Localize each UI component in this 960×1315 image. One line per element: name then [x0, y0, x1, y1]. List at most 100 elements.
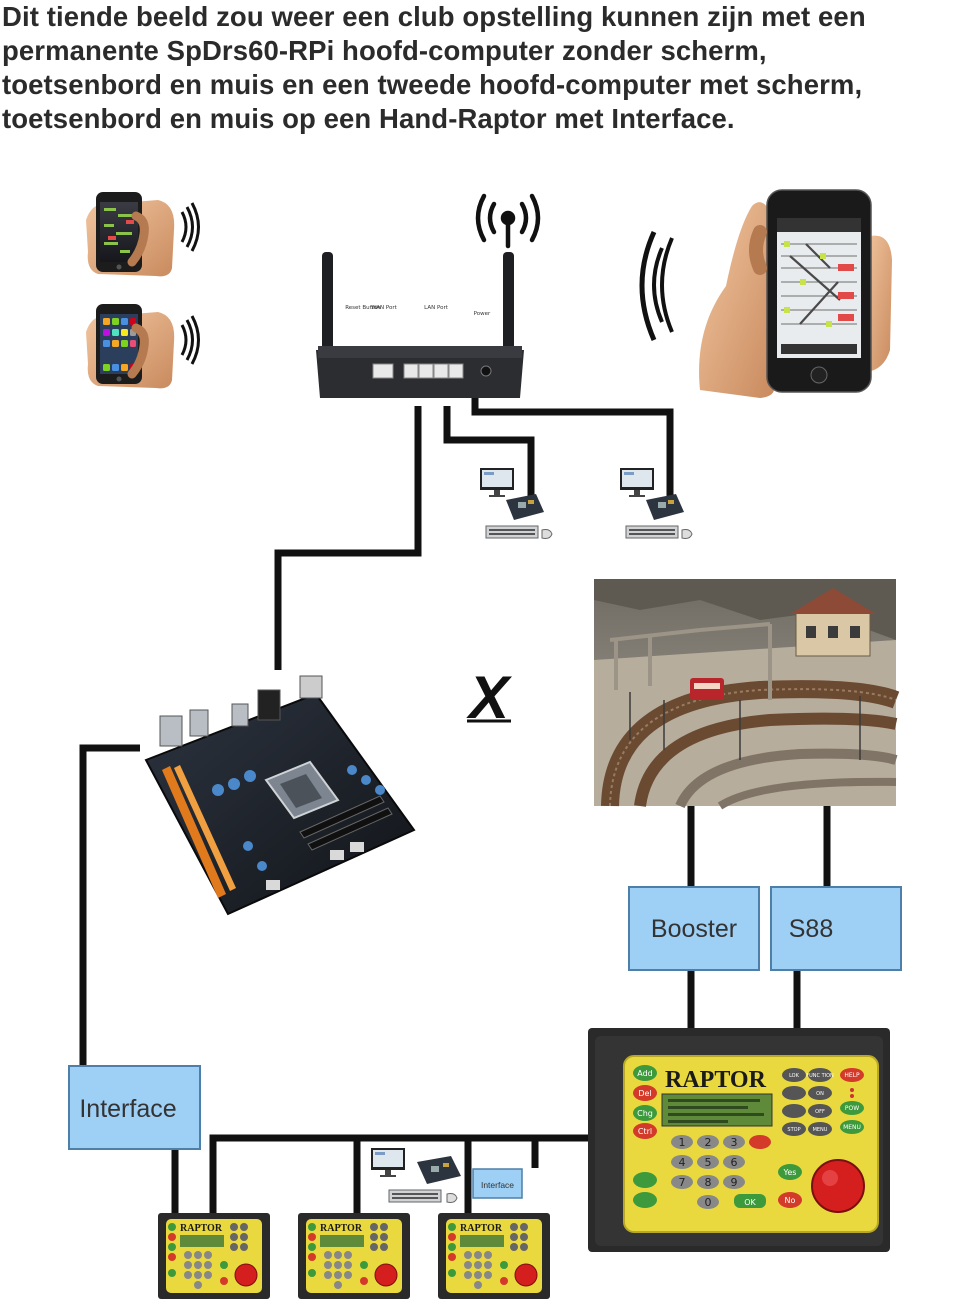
wifi-signal-icon	[639, 230, 674, 341]
lan-port-2	[418, 363, 434, 379]
wan-port-label: WAN Port	[371, 305, 398, 311]
key-no: No	[785, 1196, 796, 1205]
wan-port	[372, 363, 394, 379]
key-7: 7	[679, 1176, 686, 1189]
key-1: 1	[679, 1136, 686, 1149]
raptor-brand-logo: RAPTOR	[180, 1223, 223, 1234]
key-add: Add	[637, 1069, 653, 1078]
ram-slots	[299, 795, 393, 851]
antenna-left	[322, 252, 333, 364]
raptor-bottom-keys: Yes No OK	[633, 1164, 802, 1208]
key-help: HELP	[844, 1072, 860, 1079]
antenna-right	[503, 252, 514, 364]
key-2: 2	[705, 1136, 712, 1149]
station-building	[790, 588, 876, 657]
reset-button-label: Reset Button	[345, 305, 381, 311]
raptor-controller-small-1: RAPTOR	[158, 1213, 270, 1299]
raptor-numeric-keypad: 1 2 3 4 5 6 7 8 9 0	[671, 1135, 771, 1209]
speed-knob-icon	[374, 1263, 398, 1287]
cable-router-to-motherboard	[274, 406, 422, 670]
raptor-controller-large: RAPTOR Add Del Chg Ctrl LOK FUNC TION ON…	[588, 1028, 890, 1252]
desktop-pc-2	[620, 468, 693, 539]
intro-line-2: permanente SpDrs60-RPi hoofd-computer zo…	[2, 35, 767, 66]
intro-line-4: toetsenbord en muis op een Hand-Raptor m…	[2, 103, 735, 134]
cable-router-to-pc-1	[443, 406, 535, 498]
interface-small-label: Interface	[481, 1180, 514, 1190]
key-function: FUNC TION	[806, 1073, 834, 1079]
keyboard-icon	[388, 1189, 442, 1203]
key-stop: STOP	[787, 1127, 800, 1133]
speed-knob-icon	[811, 1159, 865, 1213]
footbridge	[609, 622, 772, 700]
key-yes: Yes	[783, 1168, 797, 1177]
intro-line-3: toetsenbord en muis en een tweede hoofd-…	[2, 69, 863, 100]
mouse-icon	[681, 529, 693, 539]
raptor-brand-logo: RAPTOR	[320, 1223, 363, 1234]
raptor-brand-logo: RAPTOR	[665, 1067, 767, 1093]
key-off: OFF	[815, 1109, 825, 1115]
key-menu: MENU	[813, 1127, 828, 1133]
wifi-router: Reset Button WAN Port LAN Port Power	[316, 193, 541, 398]
key-4: 4	[679, 1156, 686, 1169]
speed-knob-icon	[234, 1263, 258, 1287]
interface-box-small: Interface	[472, 1168, 523, 1199]
home-button-icon	[810, 366, 828, 384]
smartphone-in-hand-2	[86, 304, 175, 389]
s88-box: S88	[770, 886, 902, 971]
key-side-menu: MENU	[843, 1124, 861, 1131]
key-del: Del	[638, 1089, 651, 1098]
wifi-broadcast-icon	[475, 193, 541, 249]
cable-motherboard-to-interface	[79, 744, 140, 1065]
lan-port-4	[448, 363, 464, 379]
interface-label: Interface	[79, 1095, 176, 1123]
keyboard-icon	[485, 525, 539, 539]
cables	[79, 398, 831, 1213]
s88-label: S88	[789, 915, 833, 943]
key-ok: OK	[744, 1198, 756, 1207]
power-label: Power	[474, 311, 491, 317]
key-6: 6	[731, 1156, 738, 1169]
key-5: 5	[705, 1156, 712, 1169]
intro-text: Dit tiende beeld zou weer een club opste…	[2, 0, 960, 136]
pci-slot-orange	[162, 766, 226, 898]
intro-line-1: Dit tiende beeld zou weer een club opste…	[2, 1, 866, 32]
key-chg: Chg	[637, 1109, 653, 1118]
speed-knob-icon	[514, 1263, 538, 1287]
key-ctrl: Ctrl	[638, 1127, 652, 1136]
interface-box: Interface	[68, 1065, 201, 1150]
key-3: 3	[731, 1136, 738, 1149]
lan-port-3	[433, 363, 449, 379]
raptor-side-keys: HELP POW MENU	[840, 1068, 864, 1134]
smartphone-in-hand-1	[86, 192, 175, 277]
key-on: ON	[816, 1091, 824, 1097]
io-ports	[159, 675, 323, 747]
cable-router-to-pc-2	[471, 398, 674, 498]
desktop-pc-1	[480, 468, 553, 539]
lan-port-1	[403, 363, 419, 379]
booster-box: Booster	[628, 886, 760, 971]
desktop-pc-3	[371, 1148, 461, 1203]
model-railway-layout-photo	[594, 579, 900, 810]
mouse-icon	[446, 1193, 458, 1203]
raptor-controller-small-2: RAPTOR	[298, 1213, 410, 1299]
wifi-signal-icon	[180, 315, 200, 365]
key-8: 8	[705, 1176, 712, 1189]
key-lok: LOK	[789, 1073, 800, 1079]
wifi-signal-icon	[180, 202, 200, 252]
raptor-left-keys: Add Del Chg Ctrl	[633, 1065, 657, 1139]
mouse-icon	[541, 529, 553, 539]
smartphone-in-hand-large	[699, 189, 892, 398]
key-0: 0	[705, 1196, 712, 1209]
raptor-function-keys: LOK FUNC TION ON OFF STOP MENU	[782, 1068, 834, 1136]
keyboard-icon	[625, 525, 679, 539]
cable-bus-main	[209, 1134, 590, 1213]
key-pow: POW	[845, 1105, 859, 1112]
raptor-controller-small-3: RAPTOR	[438, 1213, 550, 1299]
power-port	[480, 365, 492, 377]
router-port-labels: Reset Button WAN Port LAN Port Power	[345, 305, 491, 317]
key-9: 9	[731, 1176, 738, 1189]
main-computer-motherboard	[144, 675, 416, 916]
raptor-brand-logo: RAPTOR	[460, 1223, 503, 1234]
lan-port-label: LAN Port	[424, 305, 449, 311]
